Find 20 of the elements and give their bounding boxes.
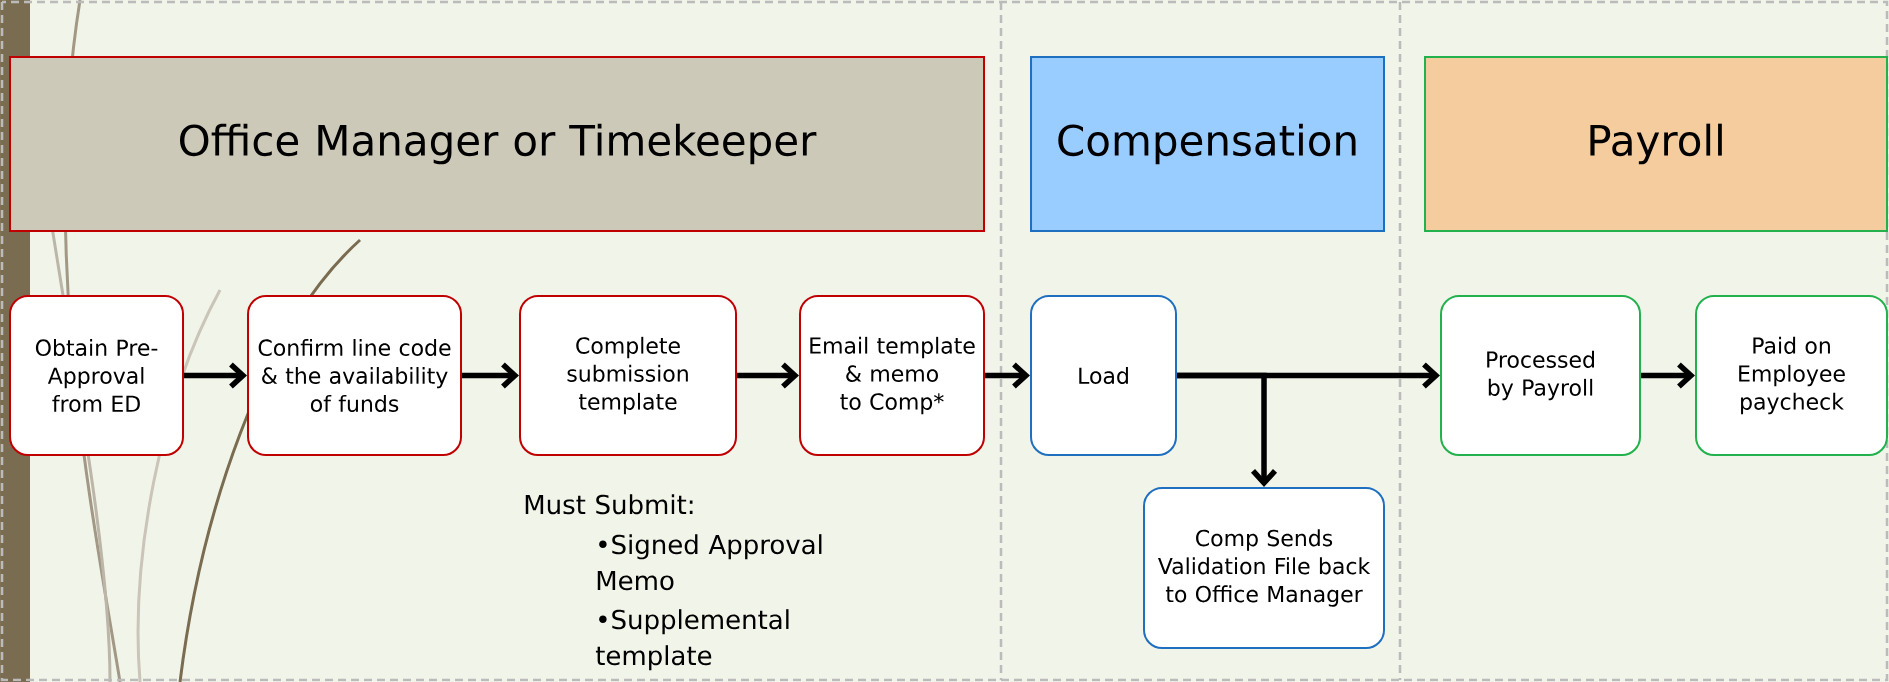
process-box: Email template & memo to Comp* [799, 295, 985, 456]
note-text: •Supplemental template [595, 609, 789, 671]
process-box: Comp Sends Validation File back to Office Manager [1143, 487, 1385, 649]
lane-header: Payroll [1424, 56, 1888, 232]
arrow [985, 362, 1030, 389]
arrow [462, 362, 520, 389]
arrow [1177, 372, 1278, 487]
arrow [1641, 362, 1695, 389]
process-box: Load [1030, 295, 1177, 456]
note-text: •Signed Approval Memo [597, 534, 822, 591]
process-box: Processed by Payroll [1440, 295, 1641, 456]
arrow [737, 362, 800, 389]
arrow [184, 362, 248, 389]
lane-header: Compensation [1030, 56, 1385, 232]
note-text: Must Submit: [525, 494, 693, 515]
process-box: Paid on Employee paycheck [1695, 295, 1888, 456]
process-box: Confirm line code & the availability of funds [247, 295, 462, 456]
lane-header: Office Manager or Timekeeper [9, 56, 985, 232]
process-box: Complete submission template [519, 295, 737, 456]
process-box: Obtain Pre-Approval from ED [9, 295, 184, 456]
